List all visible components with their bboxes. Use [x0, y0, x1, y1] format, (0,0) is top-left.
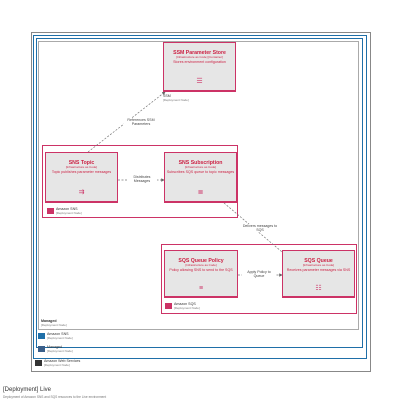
parameter-store-icon: ☰ — [196, 78, 203, 85]
sns-badge-icon — [47, 208, 54, 214]
sns-topic-node[interactable]: SNS Topic [Infrastructure as Code] Topic… — [45, 152, 118, 203]
sqs-queue-icon: ☷ — [315, 285, 322, 292]
legend-sns-swatch — [38, 333, 45, 339]
ssm-group-sub: [Deployment Node] — [163, 98, 189, 102]
legend-managed-sub: [Deployment Node] — [47, 349, 73, 353]
sns-group-sub: [Deployment Node] — [56, 211, 82, 215]
node-description: Stores environment configuration — [173, 60, 226, 65]
node-stereotype: [Infrastructure as Code] — [184, 165, 217, 169]
node-description: Topic publishes parameter messages — [51, 170, 112, 175]
legend-aws-swatch — [35, 360, 42, 366]
sqs-queue-policy-node[interactable]: SQS Queue Policy [Infrastructure as Code… — [164, 250, 238, 298]
node-title: SQS Queue Policy — [178, 258, 224, 264]
edge-label-apply-policy: Apply Policy to Queue — [242, 270, 276, 278]
legend-sns-sub: [Deployment Node] — [47, 336, 73, 340]
managed-sub: [Deployment Node] — [41, 323, 67, 327]
managed-frame — [38, 41, 359, 330]
legend-managed-title: Managed — [47, 345, 62, 349]
legend-sns-label: Amazon SNS [Deployment Node] — [47, 332, 73, 340]
node-stereotype: [Infrastructure as Code] — [302, 263, 335, 267]
sns-subscription-icon: ≣ — [197, 189, 204, 196]
node-description: Policy allowing SNS to send to the SQS — [169, 268, 233, 273]
legend-aws-sub: [Deployment Node] — [44, 363, 70, 367]
region-frame — [36, 38, 363, 348]
aws-frame — [33, 35, 367, 359]
sns-group-title: Amazon SNS — [56, 207, 78, 211]
legend-managed-swatch — [38, 346, 45, 352]
node-description: Receives parameter messages via SNS — [286, 268, 351, 273]
sns-group-frame — [42, 145, 238, 218]
managed-title: Managed — [41, 319, 57, 323]
node-stereotype: [Infrastructure as Code] — [65, 165, 98, 169]
edge-sns-to-ssm — [87, 91, 166, 153]
managed-group-label: Managed [Deployment Node] — [41, 319, 67, 327]
sns-group-label: Amazon SNS [Deployment Node] — [56, 207, 82, 215]
outer-frame — [31, 32, 371, 372]
ssm-group-label: SSM [Deployment Node] — [163, 94, 189, 102]
node-stereotype: [Infrastructure as Code] [Container] — [176, 55, 223, 59]
legend-aws-title: Amazon Web Services — [44, 359, 81, 363]
node-description: Subscribes SQS queue to topic messages — [166, 170, 235, 175]
sqs-group-sub: [Deployment Node] — [174, 306, 200, 310]
node-title: SQS Queue — [304, 258, 333, 264]
node-stereotype: [Infrastructure as Code] — [185, 263, 217, 267]
legend-sns-title: Amazon SNS — [47, 332, 69, 336]
sns-topic-icon: ⇉ — [78, 189, 85, 196]
edge-label-delivers: Delivers messages to SQS — [240, 224, 280, 232]
legend-managed-label: Managed [Deployment Node] — [47, 345, 73, 353]
sqs-badge-icon — [165, 303, 172, 309]
sqs-group-frame — [161, 244, 357, 314]
sqs-queue-node[interactable]: SQS Queue [Infrastructure as Code] Recei… — [282, 250, 355, 298]
edge-label-distributes: Distributes Messages — [127, 175, 157, 183]
ssm-parameter-store-node[interactable]: SSM Parameter Store [Infrastructure as C… — [163, 42, 236, 92]
node-title: SNS Subscription — [178, 160, 223, 166]
sns-subscription-node[interactable]: SNS Subscription [Infrastructure as Code… — [164, 152, 237, 203]
node-title: SSM Parameter Store — [173, 50, 226, 56]
diagram-title: [Deployment] Live — [3, 387, 52, 393]
sqs-group-title: Amazon SQS — [174, 302, 196, 306]
edge-label-references: References SSM Parameters — [124, 118, 158, 126]
node-title: SNS Topic — [68, 160, 95, 166]
ssm-group-title: SSM — [163, 94, 171, 98]
queue-policy-icon: ≡ — [198, 285, 204, 292]
diagram-subtitle: Deployment of Amazon SNS and SQS resourc… — [3, 395, 107, 399]
sqs-group-label: Amazon SQS [Deployment Node] — [174, 302, 200, 310]
legend-aws-label: Amazon Web Services [Deployment Node] — [44, 359, 80, 367]
